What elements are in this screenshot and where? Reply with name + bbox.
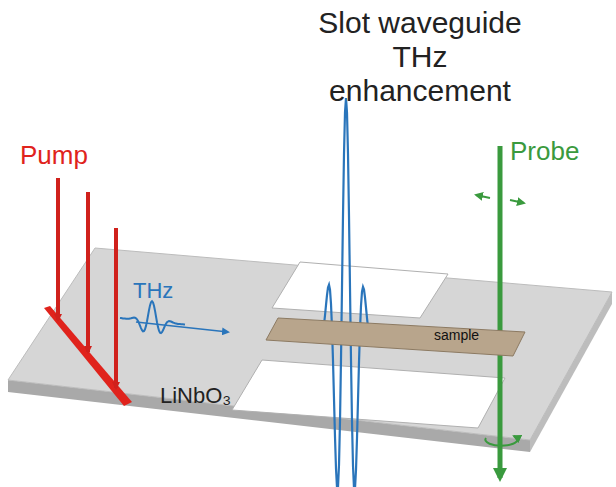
polarization-arrow <box>476 195 490 198</box>
pump-arrow <box>114 228 118 388</box>
slot-window <box>232 360 505 428</box>
probe-label: Probe <box>510 136 579 167</box>
sample-shape <box>264 316 528 358</box>
thz-pulse <box>120 301 185 333</box>
sample-label: sample <box>434 327 479 343</box>
pump-arrow <box>86 192 90 352</box>
probe-beam <box>498 146 503 478</box>
thz-label: THz <box>133 278 173 304</box>
diagram-title: Slot waveguide THz enhancement <box>300 6 540 108</box>
crystal-label: LiNbO₃ <box>160 383 231 409</box>
thz-pulse <box>280 98 410 487</box>
rotation-arrow <box>485 436 517 446</box>
linbo3-slab <box>8 248 612 440</box>
polarization-arrow <box>510 200 524 203</box>
sample-strip: sample <box>264 316 528 358</box>
pump-arrow <box>56 178 60 320</box>
pump-label: Pump <box>20 140 88 171</box>
